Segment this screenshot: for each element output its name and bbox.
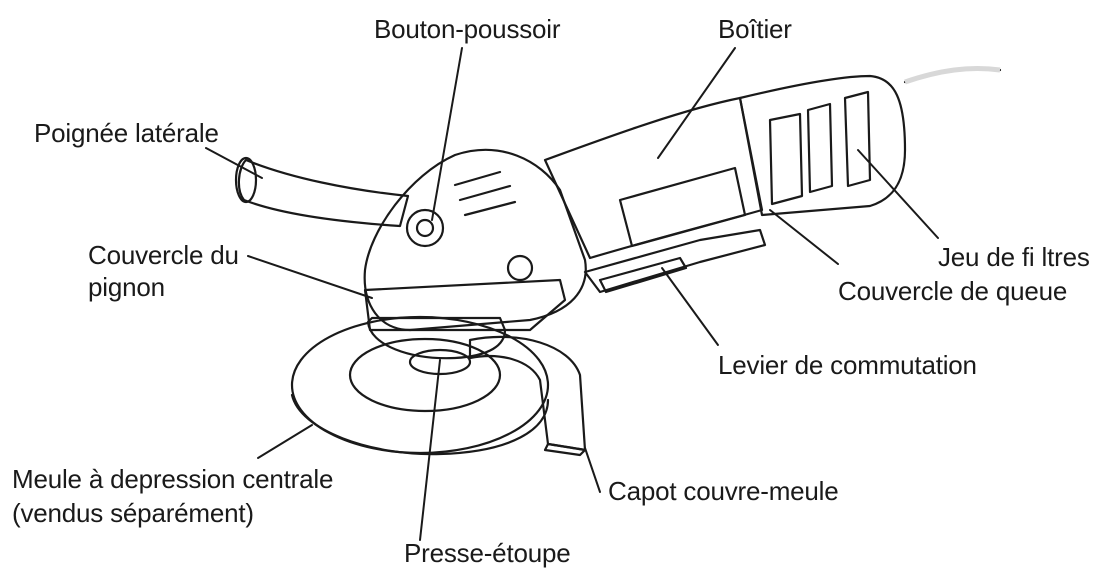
leader-meule <box>257 424 313 459</box>
label-levier-commutation: Levier de commutation <box>718 350 977 380</box>
label-meule-line2: (vendus séparément) <box>12 498 254 528</box>
leader-bouton-poussoir <box>431 47 463 221</box>
label-couvercle-queue: Couvercle de queue <box>838 276 1068 306</box>
label-jeu-filtres: Jeu de fi ltres <box>938 242 1090 272</box>
leader-boitier <box>657 47 736 159</box>
label-couvercle-pignon-line1: Couvercle du <box>88 240 239 270</box>
leader-lines <box>205 47 939 541</box>
gear-head <box>363 148 587 376</box>
label-couvercle-pignon-line2: pignon <box>88 272 165 302</box>
label-capot: Capot couvre-meule <box>608 476 839 506</box>
leader-presse-etoupe <box>419 359 441 541</box>
label-poignee-laterale: Poignée latérale <box>34 118 219 148</box>
motor-housing <box>543 74 907 260</box>
leader-capot <box>584 447 601 493</box>
leader-couvercle-pignon <box>247 255 373 299</box>
switch-lever <box>583 228 767 294</box>
wheel-guard <box>468 335 587 457</box>
leader-levier-commutation <box>661 267 719 346</box>
power-cord <box>903 66 1002 85</box>
leader-poignee-laterale <box>205 147 263 179</box>
label-presse-etoupe: Presse-étoupe <box>404 538 571 568</box>
leader-jeu-filtres <box>857 149 939 239</box>
leader-couvercle-queue <box>769 209 839 265</box>
label-bouton-poussoir: Bouton-poussoir <box>374 14 561 44</box>
label-meule-line1: Meule à depression centrale <box>12 464 334 494</box>
side-handle <box>234 156 410 228</box>
label-boitier: Boîtier <box>718 14 792 44</box>
